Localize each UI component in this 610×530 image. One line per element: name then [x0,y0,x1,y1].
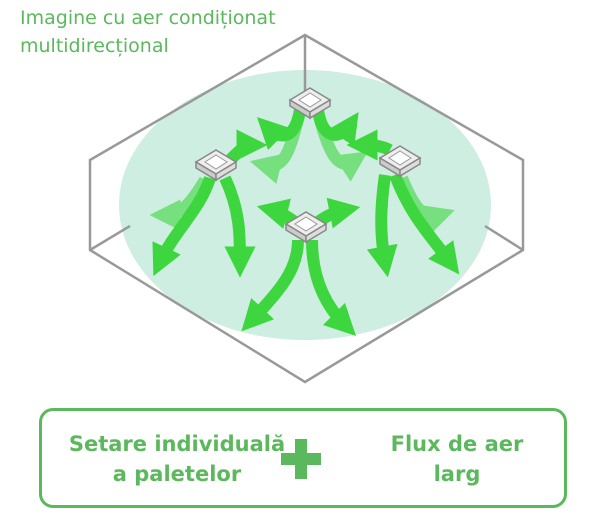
feature-individual-vanes: Setare individuală a paletelor [52,429,302,489]
features-box: Setare individuală a paletelor Flux de a… [39,408,567,508]
airflow-arrows [149,108,460,337]
feature-wide-airflow: Flux de aer larg [352,429,562,489]
plus-icon [281,439,321,479]
room-outline [88,33,525,384]
title-line-2: multidirecțional [20,35,169,57]
feature-left-line-2: a paletelor [112,462,242,486]
diagram-title: Imagine cu aer condiționat multidirecțio… [20,4,276,60]
airflow-area [119,70,491,340]
feature-right-line-2: larg [433,462,481,486]
feature-right-line-1: Flux de aer [390,432,524,456]
title-line-1: Imagine cu aer condiționat [20,7,276,29]
room-airflow-illustration [88,33,525,384]
feature-left-line-1: Setare individuală [68,432,286,456]
